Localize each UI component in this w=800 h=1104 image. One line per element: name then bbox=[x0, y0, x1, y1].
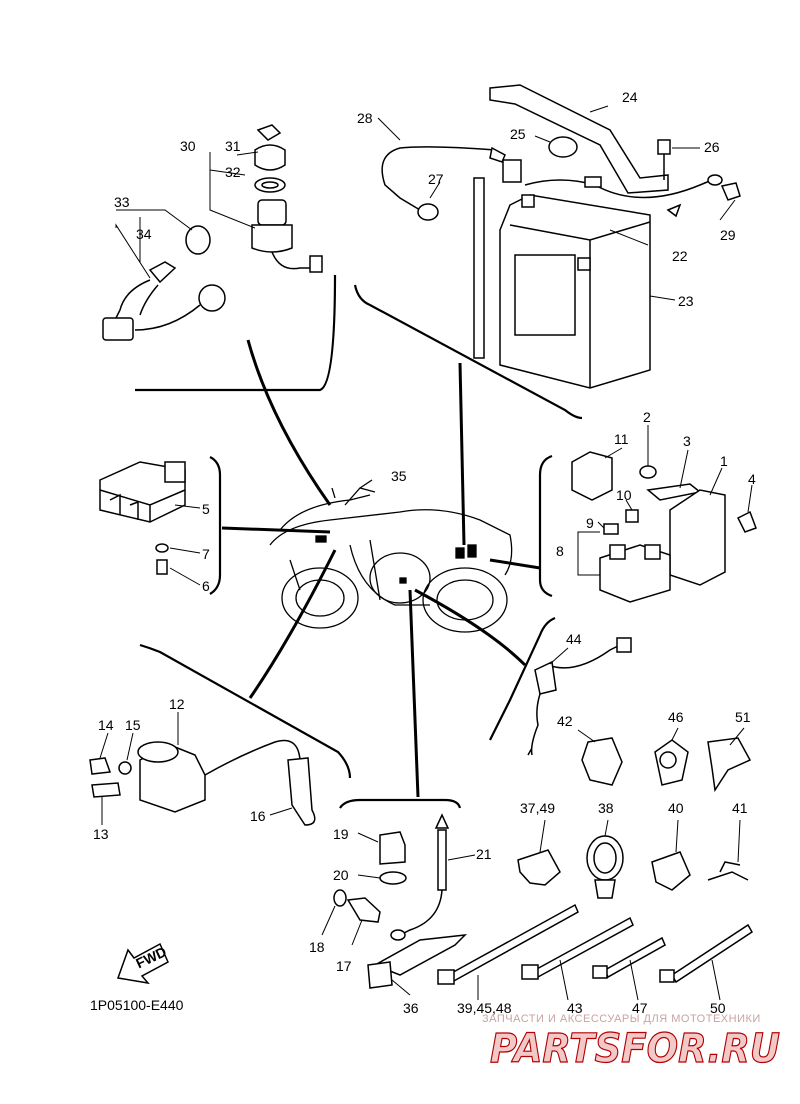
callout-18: 18 bbox=[309, 939, 325, 955]
bracket-neutral bbox=[489, 616, 556, 741]
bracket-thermo bbox=[339, 798, 462, 809]
callout-30: 30 bbox=[180, 138, 196, 154]
diagram-code: 1P05100-E440 bbox=[90, 997, 184, 1013]
bracket-ignition-coil bbox=[139, 643, 352, 779]
callout-33: 33 bbox=[114, 194, 130, 210]
callout-25: 25 bbox=[510, 126, 526, 142]
relay-parts bbox=[571, 425, 757, 603]
callout-34: 34 bbox=[136, 226, 152, 242]
neutral-switch-parts bbox=[527, 637, 632, 756]
callout-12: 12 bbox=[169, 696, 185, 712]
callout-7: 7 bbox=[202, 546, 210, 562]
atv-vehicle bbox=[269, 479, 513, 633]
bracket-rectifier bbox=[209, 456, 222, 595]
callout-21: 21 bbox=[476, 846, 492, 862]
callout-44: 44 bbox=[566, 631, 582, 647]
callout-51: 51 bbox=[735, 709, 751, 725]
callout-42: 42 bbox=[557, 713, 573, 729]
callout-15: 15 bbox=[125, 717, 141, 733]
callout-16: 16 bbox=[250, 808, 266, 824]
callout-9: 9 bbox=[586, 515, 594, 531]
callout-23: 23 bbox=[678, 293, 694, 309]
callout-37-49: 37,49 bbox=[520, 800, 555, 816]
callout-27: 27 bbox=[428, 171, 444, 187]
callout-19: 19 bbox=[333, 826, 349, 842]
callout-29: 29 bbox=[720, 227, 736, 243]
callout-8: 8 bbox=[556, 543, 564, 559]
callout-28: 28 bbox=[357, 110, 373, 126]
callout-3: 3 bbox=[683, 433, 691, 449]
callout-10: 10 bbox=[616, 487, 632, 503]
group-brackets bbox=[135, 274, 583, 809]
callout-26: 26 bbox=[704, 139, 720, 155]
callout-11: 11 bbox=[614, 431, 629, 447]
leader-lines bbox=[221, 339, 541, 798]
callout-38: 38 bbox=[598, 800, 614, 816]
fwd-arrow-icon: FWD bbox=[116, 942, 169, 985]
callout-39-45-48: 39,45,48 bbox=[457, 1000, 512, 1016]
callout-36: 36 bbox=[403, 1000, 419, 1016]
callout-50: 50 bbox=[710, 1000, 726, 1016]
callout-47: 47 bbox=[632, 1000, 648, 1016]
callout-35: 35 bbox=[391, 468, 407, 484]
main-switch-parts bbox=[102, 124, 323, 341]
battery-parts bbox=[377, 84, 741, 389]
callout-22: 22 bbox=[672, 248, 688, 264]
callout-41: 41 bbox=[732, 800, 748, 816]
callout-31: 31 bbox=[225, 138, 241, 154]
bracket-battery bbox=[353, 284, 583, 420]
callout-1: 1 bbox=[720, 453, 728, 469]
callout-14: 14 bbox=[98, 717, 114, 733]
callout-labels: 1 2 3 4 5 6 7 8 9 10 11 12 13 14 15 16 1… bbox=[90, 89, 756, 1016]
callout-13: 13 bbox=[93, 826, 109, 842]
callout-17: 17 bbox=[336, 958, 352, 974]
rectifier-parts bbox=[99, 461, 201, 586]
thermo-parts bbox=[321, 813, 476, 996]
callout-4: 4 bbox=[748, 471, 756, 487]
callout-43: 43 bbox=[567, 1000, 583, 1016]
callout-5: 5 bbox=[202, 501, 210, 517]
callout-46: 46 bbox=[668, 709, 684, 725]
ignition-coil-parts bbox=[89, 712, 316, 826]
bracket-main-switch bbox=[135, 274, 337, 392]
callout-6: 6 bbox=[202, 578, 210, 594]
bracket-relay bbox=[538, 454, 553, 598]
callout-2: 2 bbox=[643, 409, 651, 425]
callout-24: 24 bbox=[622, 89, 638, 105]
callout-40: 40 bbox=[668, 800, 684, 816]
callout-20: 20 bbox=[333, 867, 349, 883]
watermark-brand: PARTSFOR.RU bbox=[490, 1026, 780, 1072]
watermark-caption: ЗАПЧАСТИ И АКСЕССУАРЫ ДЛЯ МОТОТЕХНИКИ bbox=[482, 1013, 761, 1025]
callout-32: 32 bbox=[225, 164, 241, 180]
watermark: ЗАПЧАСТИ И АКСЕССУАРЫ ДЛЯ МОТОТЕХНИКИ PA… bbox=[482, 1013, 781, 1073]
clips-bands bbox=[437, 727, 754, 1001]
